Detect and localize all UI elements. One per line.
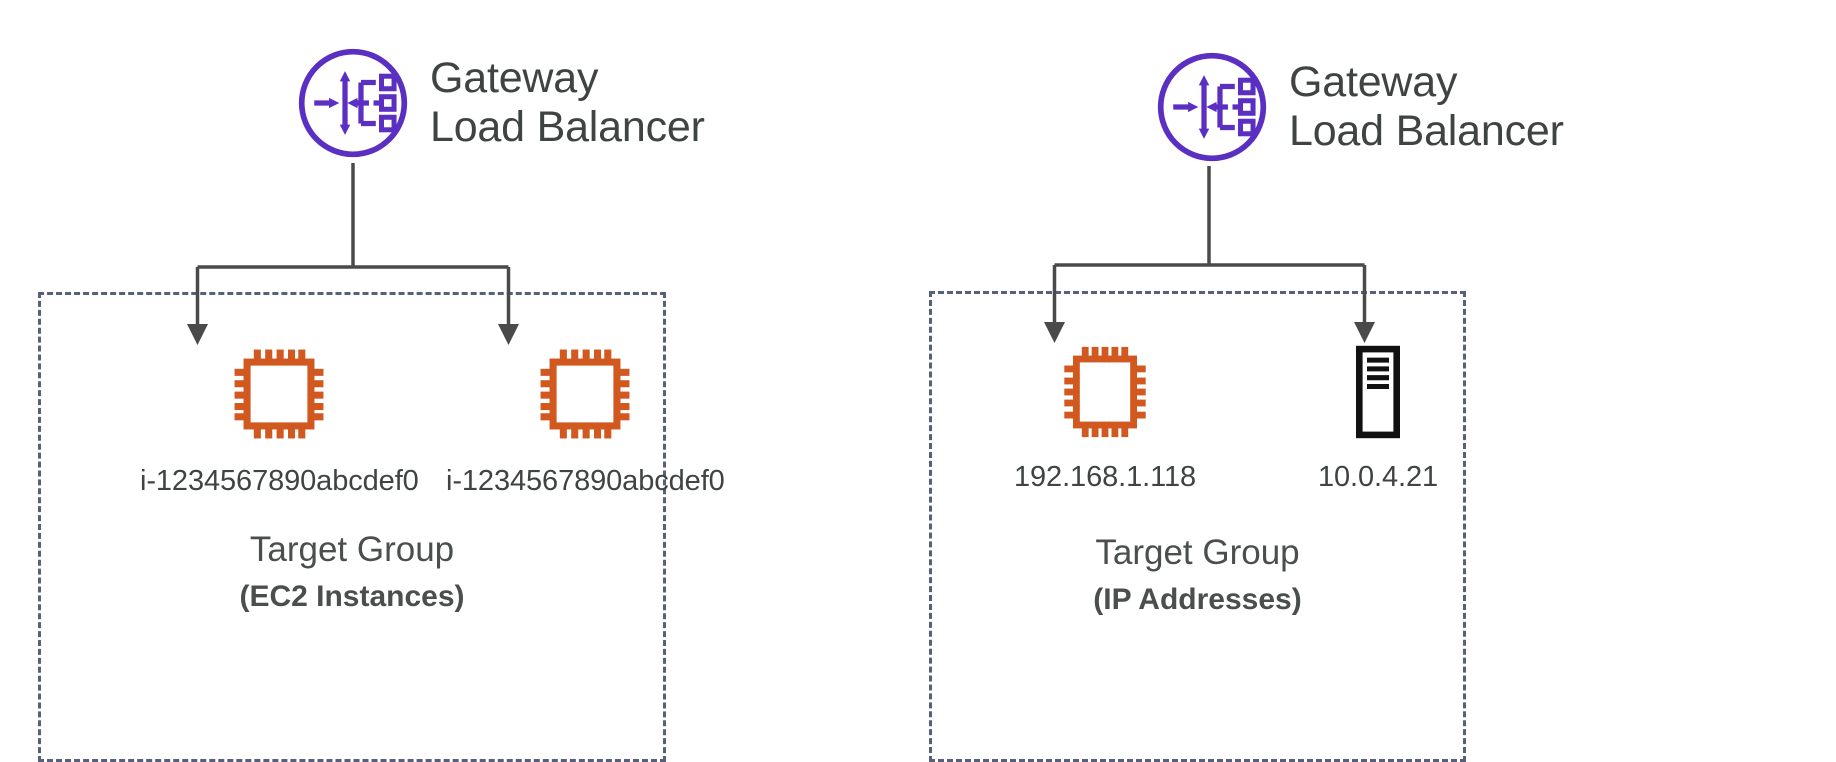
gateway-load-balancer-icon [298, 48, 408, 158]
target-group-caption: Target Group (EC2 Instances) [38, 528, 666, 616]
target-group-caption: Target Group (IP Addresses) [929, 531, 1466, 619]
gateway-load-balancer-icon [1157, 52, 1267, 162]
target-group-subtitle: (EC2 Instances) [239, 579, 465, 613]
gateway-load-balancer[interactable]: Gateway Load Balancer [1155, 50, 1564, 164]
gwlb-label-line1: Gateway [1289, 57, 1458, 106]
gwlb-label-line2: Load Balancer [430, 103, 705, 151]
gateway-load-balancer-label: Gateway Load Balancer [1289, 58, 1564, 156]
gateway-load-balancer[interactable]: Gateway Load Balancer [296, 46, 705, 160]
target-group-title: Target Group [1095, 533, 1300, 572]
target-node[interactable]: i-1234567890abcdef0 [446, 337, 725, 498]
gateway-load-balancer-label: Gateway Load Balancer [430, 54, 705, 152]
target-node[interactable]: 192.168.1.118 [1014, 337, 1196, 494]
target-group-subtitle: (IP Addresses) [1093, 582, 1302, 616]
ec2-instances-panel: Gateway Load Balancer [0, 0, 918, 762]
target-label: i-1234567890abcdef0 [140, 465, 419, 497]
gwlb-label-line2: Load Balancer [1289, 107, 1564, 155]
ec2-instance-icon [234, 349, 324, 439]
target-label: i-1234567890abcdef0 [446, 465, 725, 497]
target-label: 10.0.4.21 [1318, 461, 1439, 493]
target-label: 192.168.1.118 [1014, 461, 1197, 493]
target-group-title: Target Group [249, 530, 455, 569]
target-node[interactable]: i-1234567890abcdef0 [140, 337, 419, 498]
appliance-server-icon [1356, 345, 1401, 439]
ip-addresses-panel: Gateway Load Balancer [918, 0, 1836, 762]
ec2-instance-icon [1064, 346, 1146, 438]
target-node[interactable]: 10.0.4.21 [1318, 337, 1438, 494]
ec2-instance-icon [540, 349, 630, 439]
gwlb-label-line1: Gateway [430, 53, 599, 102]
